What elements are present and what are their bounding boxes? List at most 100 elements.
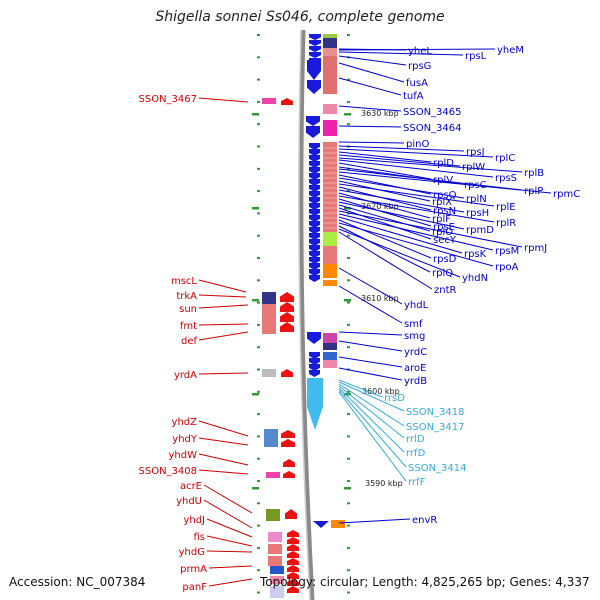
leader-line [338,201,465,230]
scale-tick [257,413,260,416]
gene-arrow-up [281,369,293,377]
leader-line [338,389,407,468]
leader-line [338,195,495,223]
gene-arrow-down [309,167,320,174]
scale-tick [347,301,350,304]
leader-line [338,145,465,152]
major-tick [344,393,351,396]
gene-arrow-up [287,565,299,572]
kbp-marker-label: 3620 kbp [361,202,399,211]
scale-tick [347,546,350,549]
gene-label: yheL [408,46,432,57]
gene-arrow-down [309,173,320,180]
gene-arrow-down [309,275,320,282]
leader-line [208,565,253,569]
gene-arrow-up [280,322,294,332]
leader-line [338,518,411,524]
gene-label: aroE [404,363,426,374]
leader-line [338,331,403,336]
leader-line [338,267,403,305]
gene-label: rpmD [466,225,494,236]
leader-line [338,383,405,427]
gene-label: rpsS [495,173,517,184]
gene-arrow-down [309,257,320,264]
gene-block [268,556,282,566]
kbp-marker-label: 3630 kbp [361,109,399,118]
gene-arrow-down [306,126,320,138]
gene-label: panF [182,582,207,593]
scale-tick [347,435,350,438]
gene-block [323,48,337,56]
gene-arrow-up [287,551,299,558]
leader-line [198,437,249,446]
leader-line [338,125,402,128]
leader-line [338,231,433,290]
scale-tick [347,524,350,527]
scale-tick [257,212,260,215]
gene-arrow-down [309,263,320,270]
leader-line [198,279,247,293]
leader-line [338,151,432,163]
scale-tick [347,34,350,36]
gene-arrow-up [281,98,293,105]
gene-label: envR [412,515,437,526]
gene-label: yhdY [172,434,198,445]
leader-line [338,51,464,56]
scale-tick [347,480,350,482]
gene-arrow-down [309,215,320,222]
leader-line [338,174,432,195]
gene-label: yhdW [169,450,198,461]
gene-block [323,280,337,286]
scale-tick [257,323,260,326]
gene-block [323,246,337,264]
leader-line [338,285,403,324]
gene-arrow-up [287,537,299,544]
gene-arrow-down [309,34,321,40]
leader-line [338,216,463,254]
gene-label: yhdU [176,496,202,507]
scale-tick [347,457,350,460]
leader-line [338,379,383,398]
leader-line [338,141,405,144]
gene-labels: SSON_3467mscLtrkAsunfmtdefyrdAyhdZyhdYyh… [139,45,581,593]
scale-tick [257,234,260,237]
gene-label: zntR [434,285,457,296]
leader-line [338,225,431,273]
leader-line [338,180,431,202]
gene-block [323,232,337,246]
gene-label: rplO [432,227,453,238]
gene-block [331,520,345,528]
gene-arrow-down [313,521,329,528]
genome-backbone [298,29,315,600]
scale-tick [347,346,350,349]
gene-label: rplQ [432,268,453,279]
label-leaders [198,48,552,587]
gene-arrow-up [281,439,295,447]
gene-arrow-down [309,191,320,198]
leader-line [338,192,431,219]
leader-line [198,294,247,298]
gene-arrow-down [309,251,320,258]
gene-block [323,120,337,136]
gene-label: rplR [496,218,516,229]
gene-block [268,532,282,542]
gene-arrow-down [307,80,321,94]
gene-label: smf [404,319,423,330]
gene-arrow-down [309,364,320,371]
leader-line [338,162,432,180]
major-tick [344,487,351,490]
gene-arrow-up [287,530,299,537]
scale-tick [347,323,350,326]
gene-label: sun [179,304,197,315]
gene-label: rpmJ [524,243,547,254]
gene-label: rpsQ [433,190,457,201]
gene-label: rpsH [466,208,489,219]
gene-arrow-up [283,471,295,478]
gene-label: yhdZ [172,417,198,428]
gene-arrow-down [309,197,320,204]
leader-line [338,157,523,173]
gene-block [323,343,337,350]
gene-block [323,104,337,114]
scale-tick [347,502,350,505]
scale-tick [347,190,350,193]
